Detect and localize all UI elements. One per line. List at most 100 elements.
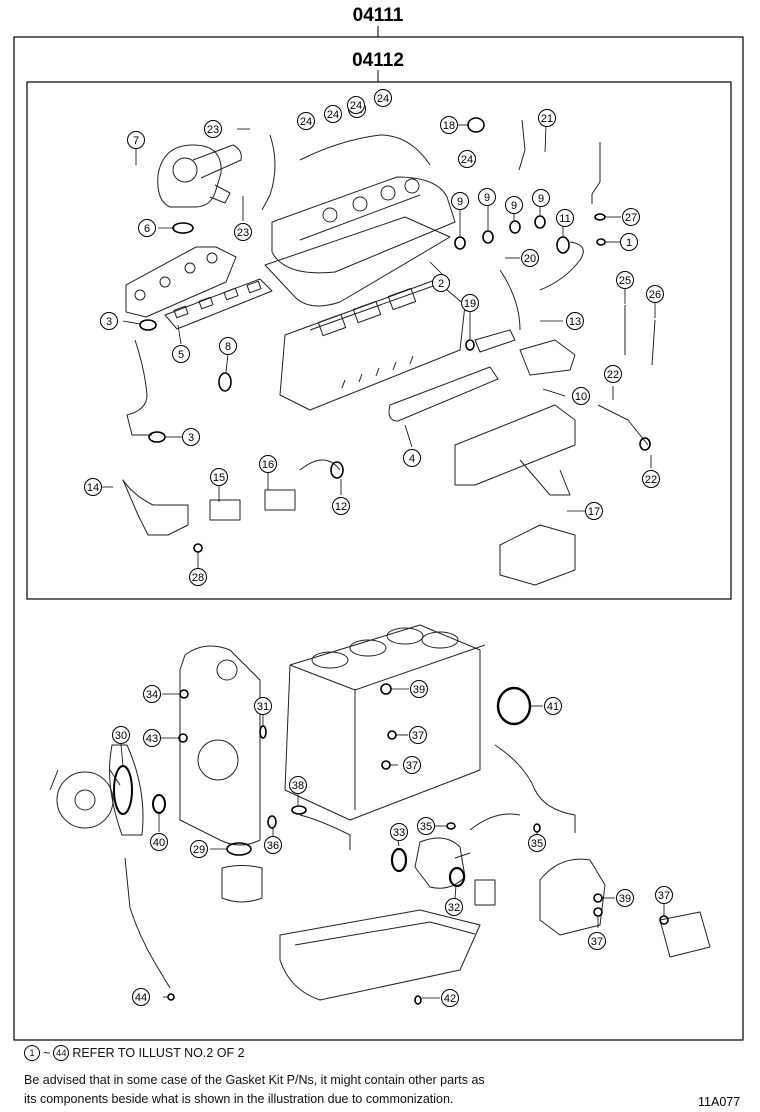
- seal-rings: [113, 117, 669, 1005]
- callout-number: 24: [461, 154, 473, 166]
- callout-34: 34: [143, 685, 161, 703]
- advisory-line-2: its components beside what is shown in t…: [24, 1092, 454, 1106]
- callout-number: 6: [144, 223, 150, 235]
- callout-number: 24: [350, 100, 362, 112]
- figure-id: 11A077: [698, 1095, 741, 1109]
- callout-3: 3: [100, 312, 118, 330]
- callout-40: 40: [150, 833, 168, 851]
- wiring-clamp-part: [518, 119, 526, 171]
- oil-nozzle-part: [299, 814, 351, 850]
- callout-number: 21: [541, 113, 553, 125]
- water-bypass-pipe-part: [539, 241, 584, 291]
- callout-14: 14: [84, 478, 102, 496]
- callout-26: 26: [646, 285, 664, 303]
- callout-32: 32: [445, 898, 463, 916]
- callout-31: 31: [254, 697, 272, 715]
- callout-number: 23: [237, 227, 249, 239]
- callout-37: 37: [588, 932, 606, 950]
- gasket-ring-3b: [148, 431, 166, 443]
- callout-number: 9: [457, 196, 463, 208]
- callout-1: 1: [620, 233, 638, 251]
- water-inlet-lower-part: [474, 879, 496, 906]
- callout-2: 2: [432, 274, 450, 292]
- callout-36: 36: [264, 836, 282, 854]
- water-pump-gasket-part: [109, 744, 144, 836]
- o-ring-35b: [533, 823, 541, 833]
- o-ring-39a: [380, 683, 392, 695]
- refer-tilde: ~: [43, 1046, 51, 1060]
- callout-9: 9: [478, 188, 496, 206]
- injector-part: [591, 142, 601, 204]
- callout-number: 10: [575, 391, 587, 403]
- callout-8: 8: [219, 337, 237, 355]
- advisory-line-1: Be advised that in some case of the Gask…: [24, 1073, 485, 1087]
- water-hose-part: [469, 813, 521, 831]
- callout-number: 33: [393, 827, 405, 839]
- throttle-body-part: [499, 524, 576, 586]
- callout-3: 3: [182, 428, 200, 446]
- callout-number: 26: [649, 289, 661, 301]
- callout-number: 36: [267, 840, 279, 852]
- callout-number: 23: [207, 124, 219, 136]
- callout-22: 22: [604, 365, 622, 383]
- water-pipe-part: [494, 744, 576, 833]
- gasket-ring-9d: [534, 215, 546, 229]
- callout-33: 33: [390, 823, 408, 841]
- callout-number: 43: [146, 733, 158, 745]
- gasket-ring-19: [465, 339, 475, 351]
- cylinder-block-part: [284, 624, 486, 821]
- glow-plug-wire-part: [299, 134, 431, 166]
- oil-pump-part: [414, 837, 466, 889]
- callout-number: 35: [531, 838, 543, 850]
- callout-number: 13: [569, 316, 581, 328]
- callout-37: 37: [409, 726, 427, 744]
- callout-9: 9: [505, 196, 523, 214]
- gasket-ring-8: [218, 372, 232, 392]
- callout-17: 17: [585, 502, 603, 520]
- leader-lines: [100, 124, 665, 999]
- callout-number: 16: [262, 459, 274, 471]
- callout-number: 3: [106, 316, 112, 328]
- dipstick-guide-part: [124, 857, 171, 989]
- o-ring-35a: [446, 822, 456, 830]
- callout-number: 35: [420, 821, 432, 833]
- exhaust-manifold-part: [125, 246, 237, 318]
- inner-kit-code: 04112: [352, 50, 404, 71]
- callout-number: 24: [377, 93, 389, 105]
- fuel-pipe-part: [597, 404, 649, 446]
- callout-22: 22: [642, 470, 660, 488]
- gasket-ring-9c: [509, 220, 521, 234]
- callout-number: 9: [511, 200, 517, 212]
- refer-text: REFER TO ILLUST NO.2 OF 2: [72, 1046, 245, 1060]
- callout-number: 37: [412, 730, 424, 742]
- o-ring-31: [259, 725, 267, 739]
- callout-37: 37: [403, 756, 421, 774]
- oil-seal-40: [152, 794, 166, 814]
- callout-24: 24: [297, 112, 315, 130]
- o-ring-34: [179, 689, 189, 699]
- callout-24: 24: [324, 105, 342, 123]
- callout-38: 38: [289, 776, 307, 794]
- intake-gasket-part: [388, 366, 499, 422]
- gasket-ring-9a: [454, 236, 466, 250]
- callout-5: 5: [172, 345, 190, 363]
- callout-number: 19: [464, 298, 476, 310]
- callout-number: 2: [438, 278, 444, 290]
- callout-24: 24: [347, 96, 365, 114]
- callout-number: 32: [448, 902, 460, 914]
- callout-number: 24: [327, 109, 339, 121]
- inner-kit-frame: [26, 81, 732, 600]
- callout-12: 12: [332, 497, 350, 515]
- callout-number: 9: [538, 193, 544, 205]
- gasket-ring-27: [594, 213, 606, 221]
- callout-number: 3: [188, 432, 194, 444]
- sensor-part: [474, 329, 516, 353]
- gasket-ring-12: [330, 461, 344, 479]
- callout-4: 4: [403, 449, 421, 467]
- callout-25: 25: [616, 271, 634, 289]
- egr-part: [209, 499, 241, 521]
- oil-pan-part: [279, 909, 481, 1001]
- callout-number: 8: [225, 341, 231, 353]
- gasket-ring-18: [467, 117, 485, 133]
- callout-37: 37: [655, 886, 673, 904]
